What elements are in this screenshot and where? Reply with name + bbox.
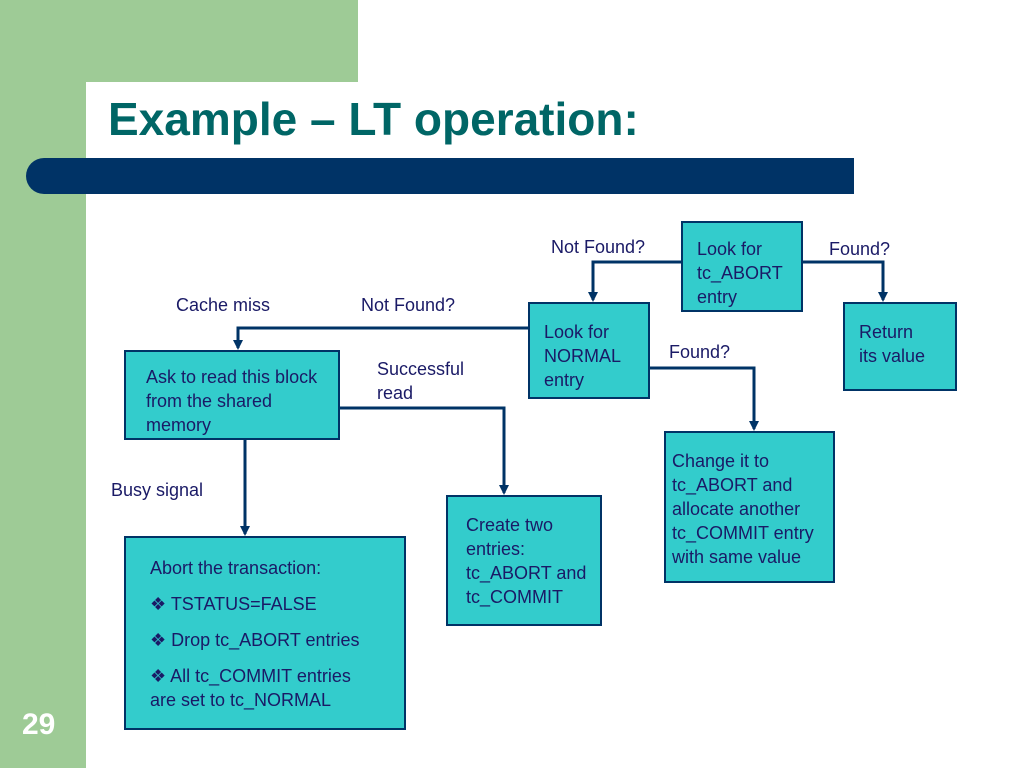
node-text-line: from the shared (146, 391, 273, 411)
node-text-line: Create two (466, 515, 554, 535)
node-text-line: Look for (544, 322, 610, 342)
edge-label-not-found-mid: Not Found? (361, 295, 456, 315)
edge-label-not-found-top: Not Found? (551, 237, 646, 257)
node-lookup-tc-abort: Look for tc_ABORT entry (681, 221, 803, 312)
node-return-value: Return its value (843, 302, 957, 391)
node-text-line: Ask to read this block (146, 367, 318, 387)
node-text-line: with same value (672, 547, 802, 567)
edge-label-line: Successful (377, 359, 465, 379)
slide-accent-left (0, 0, 86, 768)
node-text-line: are set to tc_NORMAL (150, 690, 332, 710)
node-lookup-normal: Look for NORMAL entry (528, 302, 650, 399)
node-text-line: tc_COMMIT entry (672, 523, 814, 543)
edge-abort-to-return (803, 260, 888, 302)
edge-label-busy-signal: Busy signal (111, 480, 204, 500)
node-text-line: entries: (466, 539, 526, 559)
edge-abort-to-normal (588, 260, 681, 302)
edge-label-successful-read: Successful read (377, 357, 464, 405)
node-text-line: Look for (697, 239, 763, 259)
node-text-line: NORMAL (544, 346, 622, 366)
node-text-line: tc_ABORT (697, 263, 783, 283)
node-text-line: Return (859, 322, 914, 342)
node-change-entry: Change it to tc_ABORT and allocate anoth… (664, 431, 835, 583)
node-create-entries: Create two entries: tc_ABORT and tc_COMM… (446, 495, 602, 626)
bullet-drop-abort: ❖ Drop tc_ABORT entries (150, 630, 360, 650)
edge-normal-to-change (650, 366, 759, 431)
node-text-line: tc_ABORT and (672, 475, 793, 495)
edge-label-line: read (377, 383, 414, 403)
node-text-line: tc_COMMIT (466, 587, 563, 607)
edge-normal-to-read (233, 326, 528, 350)
edge-label-cache-miss: Cache miss (176, 295, 271, 315)
title-underline-bar (26, 158, 854, 194)
node-text-line: entry (544, 370, 585, 390)
node-text-line: Change it to (672, 451, 770, 471)
node-text-line: entry (697, 287, 738, 307)
edge-read-to-create (340, 406, 509, 495)
bullet-commit-entries: ❖ All tc_COMMIT entries (150, 666, 351, 686)
node-abort-transaction: Abort the transaction: ❖ TSTATUS=FALSE ❖… (124, 536, 406, 730)
node-text-line: memory (146, 415, 212, 435)
node-text-line: Abort the transaction: (150, 558, 322, 578)
page-number: 29 (22, 708, 56, 741)
slide-title: Example – LT operation: (108, 93, 639, 145)
node-text-line: allocate another (672, 499, 801, 519)
node-text-line: its value (859, 346, 926, 366)
edge-label-found-mid: Found? (669, 342, 731, 362)
node-text-line: tc_ABORT and (466, 563, 587, 583)
node-read-shared-memory: Ask to read this block from the shared m… (124, 350, 340, 440)
edge-label-found-top: Found? (829, 239, 891, 259)
slide-accent-top (0, 0, 358, 82)
bullet-tstatus: ❖ TSTATUS=FALSE (150, 594, 317, 614)
